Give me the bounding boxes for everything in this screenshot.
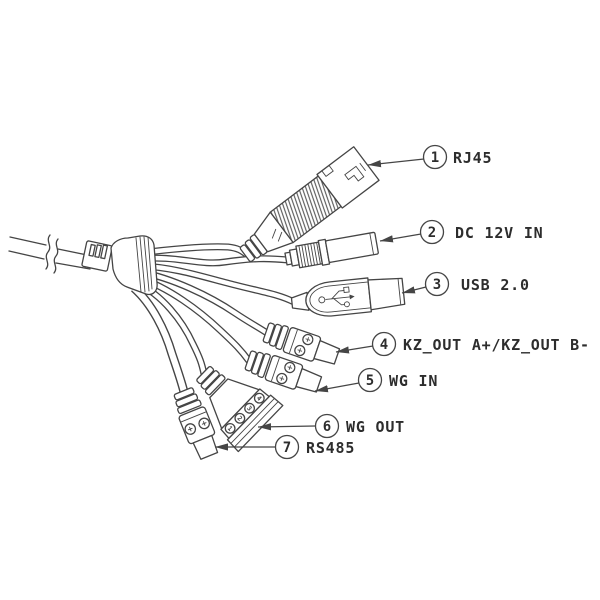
terminal-number: 4	[255, 394, 263, 403]
callout-2-dc-12v-in: 2 DC 12V IN	[419, 219, 543, 245]
wire-usb	[141, 266, 294, 302]
terminal-screw	[253, 392, 265, 404]
cable-boot	[110, 235, 158, 296]
callout-circle	[371, 331, 397, 357]
wire-dc	[141, 258, 288, 263]
usb-connector	[290, 277, 406, 317]
callout-label: WG IN	[389, 372, 438, 390]
main-cable	[8, 234, 93, 274]
leader-arrow-kz-out	[335, 345, 374, 354]
leader-arrow-rj45	[367, 158, 425, 168]
leader-arrow-dc	[379, 233, 422, 243]
terminal-screw	[244, 402, 256, 414]
callout-label: WG OUT	[346, 418, 405, 436]
callout-leaders	[215, 158, 427, 451]
leader-arrow-usb	[401, 286, 427, 294]
callout-number: 7	[283, 440, 291, 456]
callout-circle	[424, 271, 450, 297]
callout-label: DC 12V IN	[455, 224, 543, 242]
callout-number: 1	[431, 150, 439, 166]
usb-metal-shell	[367, 277, 406, 311]
terminal-number: 3	[245, 404, 253, 413]
callout-1-rj45: 1 RJ45	[422, 144, 492, 170]
terminal-screw	[234, 412, 246, 424]
callout-circle	[357, 367, 383, 393]
callout-number: 2	[428, 225, 436, 241]
rj45-boot-hatching	[270, 176, 342, 243]
callout-label: KZ_OUT A+/KZ_OUT B-	[403, 336, 590, 354]
callout-circle	[274, 434, 300, 460]
rj45-plug-head	[316, 146, 380, 209]
cable-break-squiggle	[45, 234, 51, 270]
callout-3-usb: 3 USB 2.0	[424, 271, 530, 297]
wg-in-terminal	[244, 350, 323, 393]
callout-number: 4	[380, 337, 388, 353]
cable-edge	[8, 250, 45, 260]
callout-number: 5	[366, 373, 374, 389]
wire-rs485	[134, 288, 184, 392]
callout-label: RJ45	[453, 149, 492, 167]
leader-arrow-wg-out	[257, 423, 316, 431]
dc-barrel	[325, 231, 379, 263]
cable-edge	[55, 262, 91, 270]
callout-label: USB 2.0	[461, 276, 530, 294]
callout-6-wg-out: 6 WG OUT	[314, 413, 405, 439]
usb-trident-icon	[318, 286, 355, 308]
callout-5-wg-in: 5 WG IN	[357, 367, 438, 393]
rs485-terminal	[173, 387, 219, 460]
callout-4-kz-out: 4 KZ_OUT A+/KZ_OUT B-	[371, 331, 590, 357]
terminal-number: 1	[226, 424, 234, 433]
callout-circle	[314, 413, 340, 439]
kz-out-terminal	[262, 322, 341, 365]
callout-7-rs485: 7 RS485	[274, 434, 355, 460]
wire-rj45	[140, 247, 246, 254]
callout-label: RS485	[306, 439, 355, 457]
callout-number: 6	[323, 419, 331, 435]
callout-circle	[419, 219, 445, 245]
terminal-number: 2	[235, 414, 243, 423]
cable-edge	[9, 236, 47, 246]
leader-arrow-wg-in	[314, 382, 360, 393]
terminal-screw	[224, 422, 236, 434]
callout-number: 3	[433, 277, 441, 293]
dc-jack-connector	[284, 231, 379, 269]
wg-out-terminal: 1 2 3 4	[196, 365, 284, 453]
callout-circle	[422, 144, 448, 170]
cable-ferrule	[81, 240, 113, 272]
rj45-connector	[239, 146, 380, 263]
cable-break-squiggle	[53, 238, 59, 274]
